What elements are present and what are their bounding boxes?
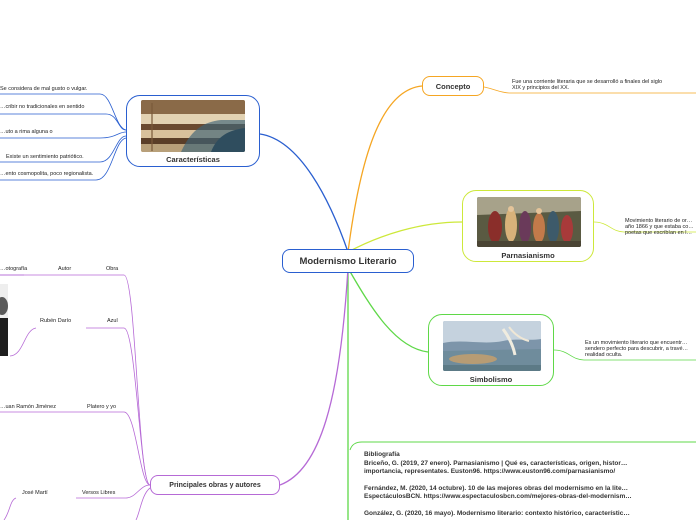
symbolism-label: Simbolismo [469, 375, 513, 384]
author-name: José Martí [22, 490, 48, 496]
work-title: Versos Libres [82, 490, 116, 496]
works-label: Principales obras y autores [169, 482, 261, 489]
characteristics-node[interactable]: Características [126, 95, 260, 167]
symbolism-description-line-2: sendero perfecto para descubrir, a travé… [585, 346, 689, 352]
symbolism-description-line-3: realidad oculta. [585, 352, 623, 358]
author-portrait-photo [0, 284, 8, 356]
painting-photo [477, 197, 581, 247]
characteristic-item: …ento cosmopolita, poco regionalista. [0, 171, 94, 177]
concept-node[interactable]: Concepto [422, 76, 484, 96]
landscape-painting-photo [443, 321, 541, 371]
parnassianism-description-line-1: Movimiento literario de or… [625, 218, 693, 224]
bibliography-line: importancia, representates. Euston96. ht… [364, 468, 616, 475]
bibliography-line: EspectáculosBCN. https://www.espectaculo… [364, 493, 632, 500]
characteristics-label: Características [166, 155, 220, 164]
works-header-photo: …otografía [0, 266, 28, 272]
characteristic-item: …cribir no tradicionales en sentido [0, 104, 85, 110]
work-title: Platero y yo [87, 404, 117, 410]
books-photo [141, 100, 245, 152]
symbolism-description-line-1: Es un movimiento literario que encuentr… [585, 340, 688, 346]
bibliography-line: Briceño, G. (2019, 27 enero). Parnasiani… [364, 460, 628, 467]
works-node[interactable]: Principales obras y autores [150, 475, 280, 495]
author-name: …uan Ramón Jiménez [0, 404, 56, 410]
parnassianism-description-line-3: poetas que escribían en l… [625, 230, 692, 236]
works-header-work: Obra [106, 266, 119, 272]
parnassianism-label: Parnasianismo [501, 251, 555, 260]
characteristic-item: Se considera de mal gusto o vulgar. [0, 86, 88, 92]
bibliography-title: Bibliografía [364, 451, 400, 458]
central-topic[interactable]: Modernismo Literario [282, 249, 414, 273]
work-title: Azul [107, 318, 118, 324]
concept-label: Concepto [435, 82, 471, 91]
characteristic-item: Existe un sentimiento patriótico. [6, 154, 84, 160]
bibliography-line: González, G. (2020, 16 mayo). Modernismo… [364, 510, 630, 517]
author-name: Rubén Darío [40, 318, 72, 324]
symbolism-node[interactable]: Simbolismo [428, 314, 554, 386]
characteristic-item: …uto a rima alguna o [0, 129, 53, 135]
parnassianism-node[interactable]: Parnasianismo [462, 190, 594, 262]
concept-description-line-1: Fue una corriente literaria que se desar… [512, 79, 663, 85]
central-topic-label: Modernismo Literario [299, 256, 397, 267]
works-header-author: Autor [58, 266, 72, 272]
concept-description-line-2: XIX y principios del XX. [512, 85, 570, 91]
bibliography-line: Fernández, M. (2020, 14 octubre). 10 de … [364, 485, 629, 492]
parnassianism-description-line-2: año 1866 y que estaba co… [625, 224, 694, 230]
